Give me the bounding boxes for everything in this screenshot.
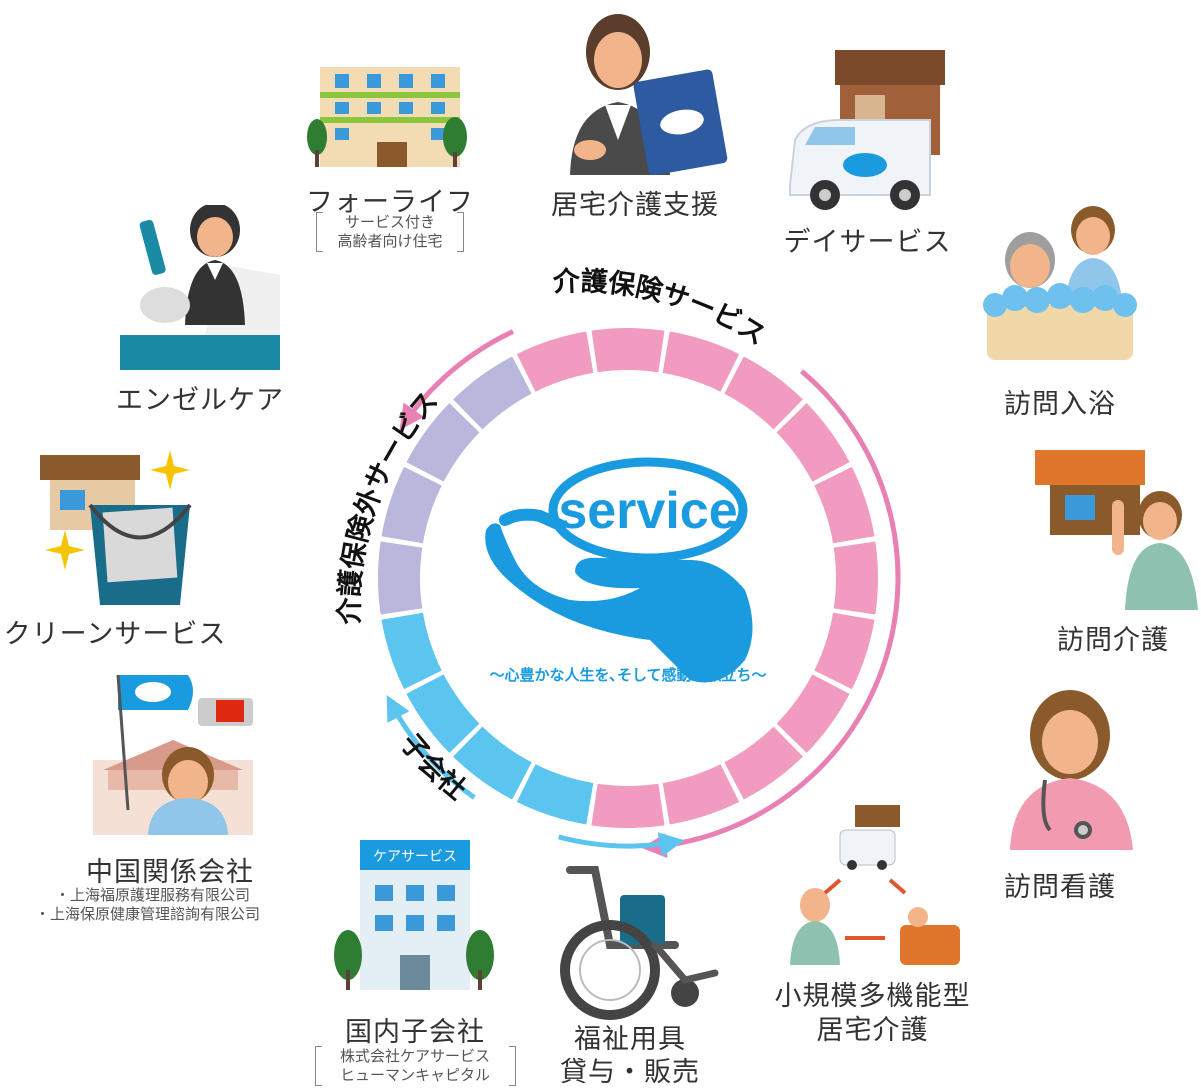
care-manager-icon [570, 14, 728, 175]
ring-segments [378, 328, 878, 828]
logo-text: service [558, 482, 737, 540]
ring-segment [814, 466, 875, 544]
china-affiliate-icon [93, 674, 253, 835]
ring-segment [381, 466, 442, 544]
forelife-title: フォーライフ [306, 187, 474, 218]
angel-care-title: エンゼルケア [116, 385, 284, 416]
home-care-support-title: 居宅介護支援 [551, 190, 719, 221]
tagline: 〜心豊かな人生を､そして感動の旅立ち〜 [489, 666, 766, 684]
ring-segment [591, 783, 665, 828]
clean-service-title: クリーンサービス [3, 619, 227, 650]
ring-segment [406, 403, 480, 482]
ring-segment [776, 674, 850, 753]
visit-nurse-icon [1010, 690, 1133, 850]
small-multifunction-title: 小規模多機能型 居宅介護 [774, 981, 971, 1046]
hand-icon [485, 523, 753, 683]
visit-bathing-title: 訪問入浴 [1004, 389, 1116, 420]
china-affiliate-title: 中国関係会社 [86, 857, 254, 888]
subsidiary-arrow-up [386, 694, 476, 800]
office-sign-text: ケアサービス [373, 849, 457, 865]
visit-care-title: 訪問介護 [1057, 625, 1169, 656]
ring-segment [724, 356, 803, 430]
ring-segment [381, 612, 442, 690]
ring-segment [378, 541, 423, 615]
small-multifunction-care-icon [790, 805, 960, 965]
day-service-van-icon [789, 50, 945, 210]
visit-care-icon [1035, 450, 1198, 610]
visit-bathing-icon [983, 206, 1137, 360]
ring-segment [662, 764, 740, 825]
china-affiliate-subtitle: ・上海福原護理服務有限公司 ・上海保原健康管理諮詢有限公司 [35, 886, 261, 923]
ring-segment [662, 331, 740, 392]
ring-segment [453, 726, 532, 800]
care-insurance-arrow-right [641, 369, 901, 859]
ring-segment [776, 403, 850, 482]
care-insurance-arrow-top [399, 329, 515, 431]
ring-segment [724, 726, 803, 800]
subsidiary-arrow-down [557, 832, 685, 857]
ring-arrows [386, 329, 901, 859]
ring-segment [591, 328, 665, 373]
welfare-equipment-title: 福祉用具 貸与・販売 [560, 1024, 700, 1088]
domestic-subsidiary-title: 国内子会社 [345, 1017, 485, 1048]
forelife-subtitle: サービス付き 高齢者向け住宅 [337, 213, 443, 250]
bracket-right [457, 212, 464, 252]
clean-service-icon [40, 450, 192, 605]
ring-segment [516, 331, 594, 392]
day-service-title: デイサービス [783, 227, 952, 258]
ring-segment [516, 764, 594, 825]
wheelchair-icon [560, 866, 719, 1020]
bracket-left [316, 212, 323, 252]
ring-segment [814, 612, 875, 690]
angel-care-icon [120, 205, 280, 370]
ring-segment [453, 356, 532, 430]
service-logo: service [485, 457, 753, 683]
ring-segment [833, 541, 878, 615]
office-building-icon: ケアサービス [334, 840, 494, 990]
bracket-right [509, 1046, 516, 1086]
domestic-subsidiary-subtitle: 株式会社ケアサービス ヒューマンキャピタル [339, 1047, 490, 1084]
ring-segment [406, 674, 480, 753]
apartment-building-icon [307, 67, 467, 167]
visit-nursing-title: 訪問看護 [1004, 872, 1116, 903]
bracket-left [315, 1046, 322, 1086]
